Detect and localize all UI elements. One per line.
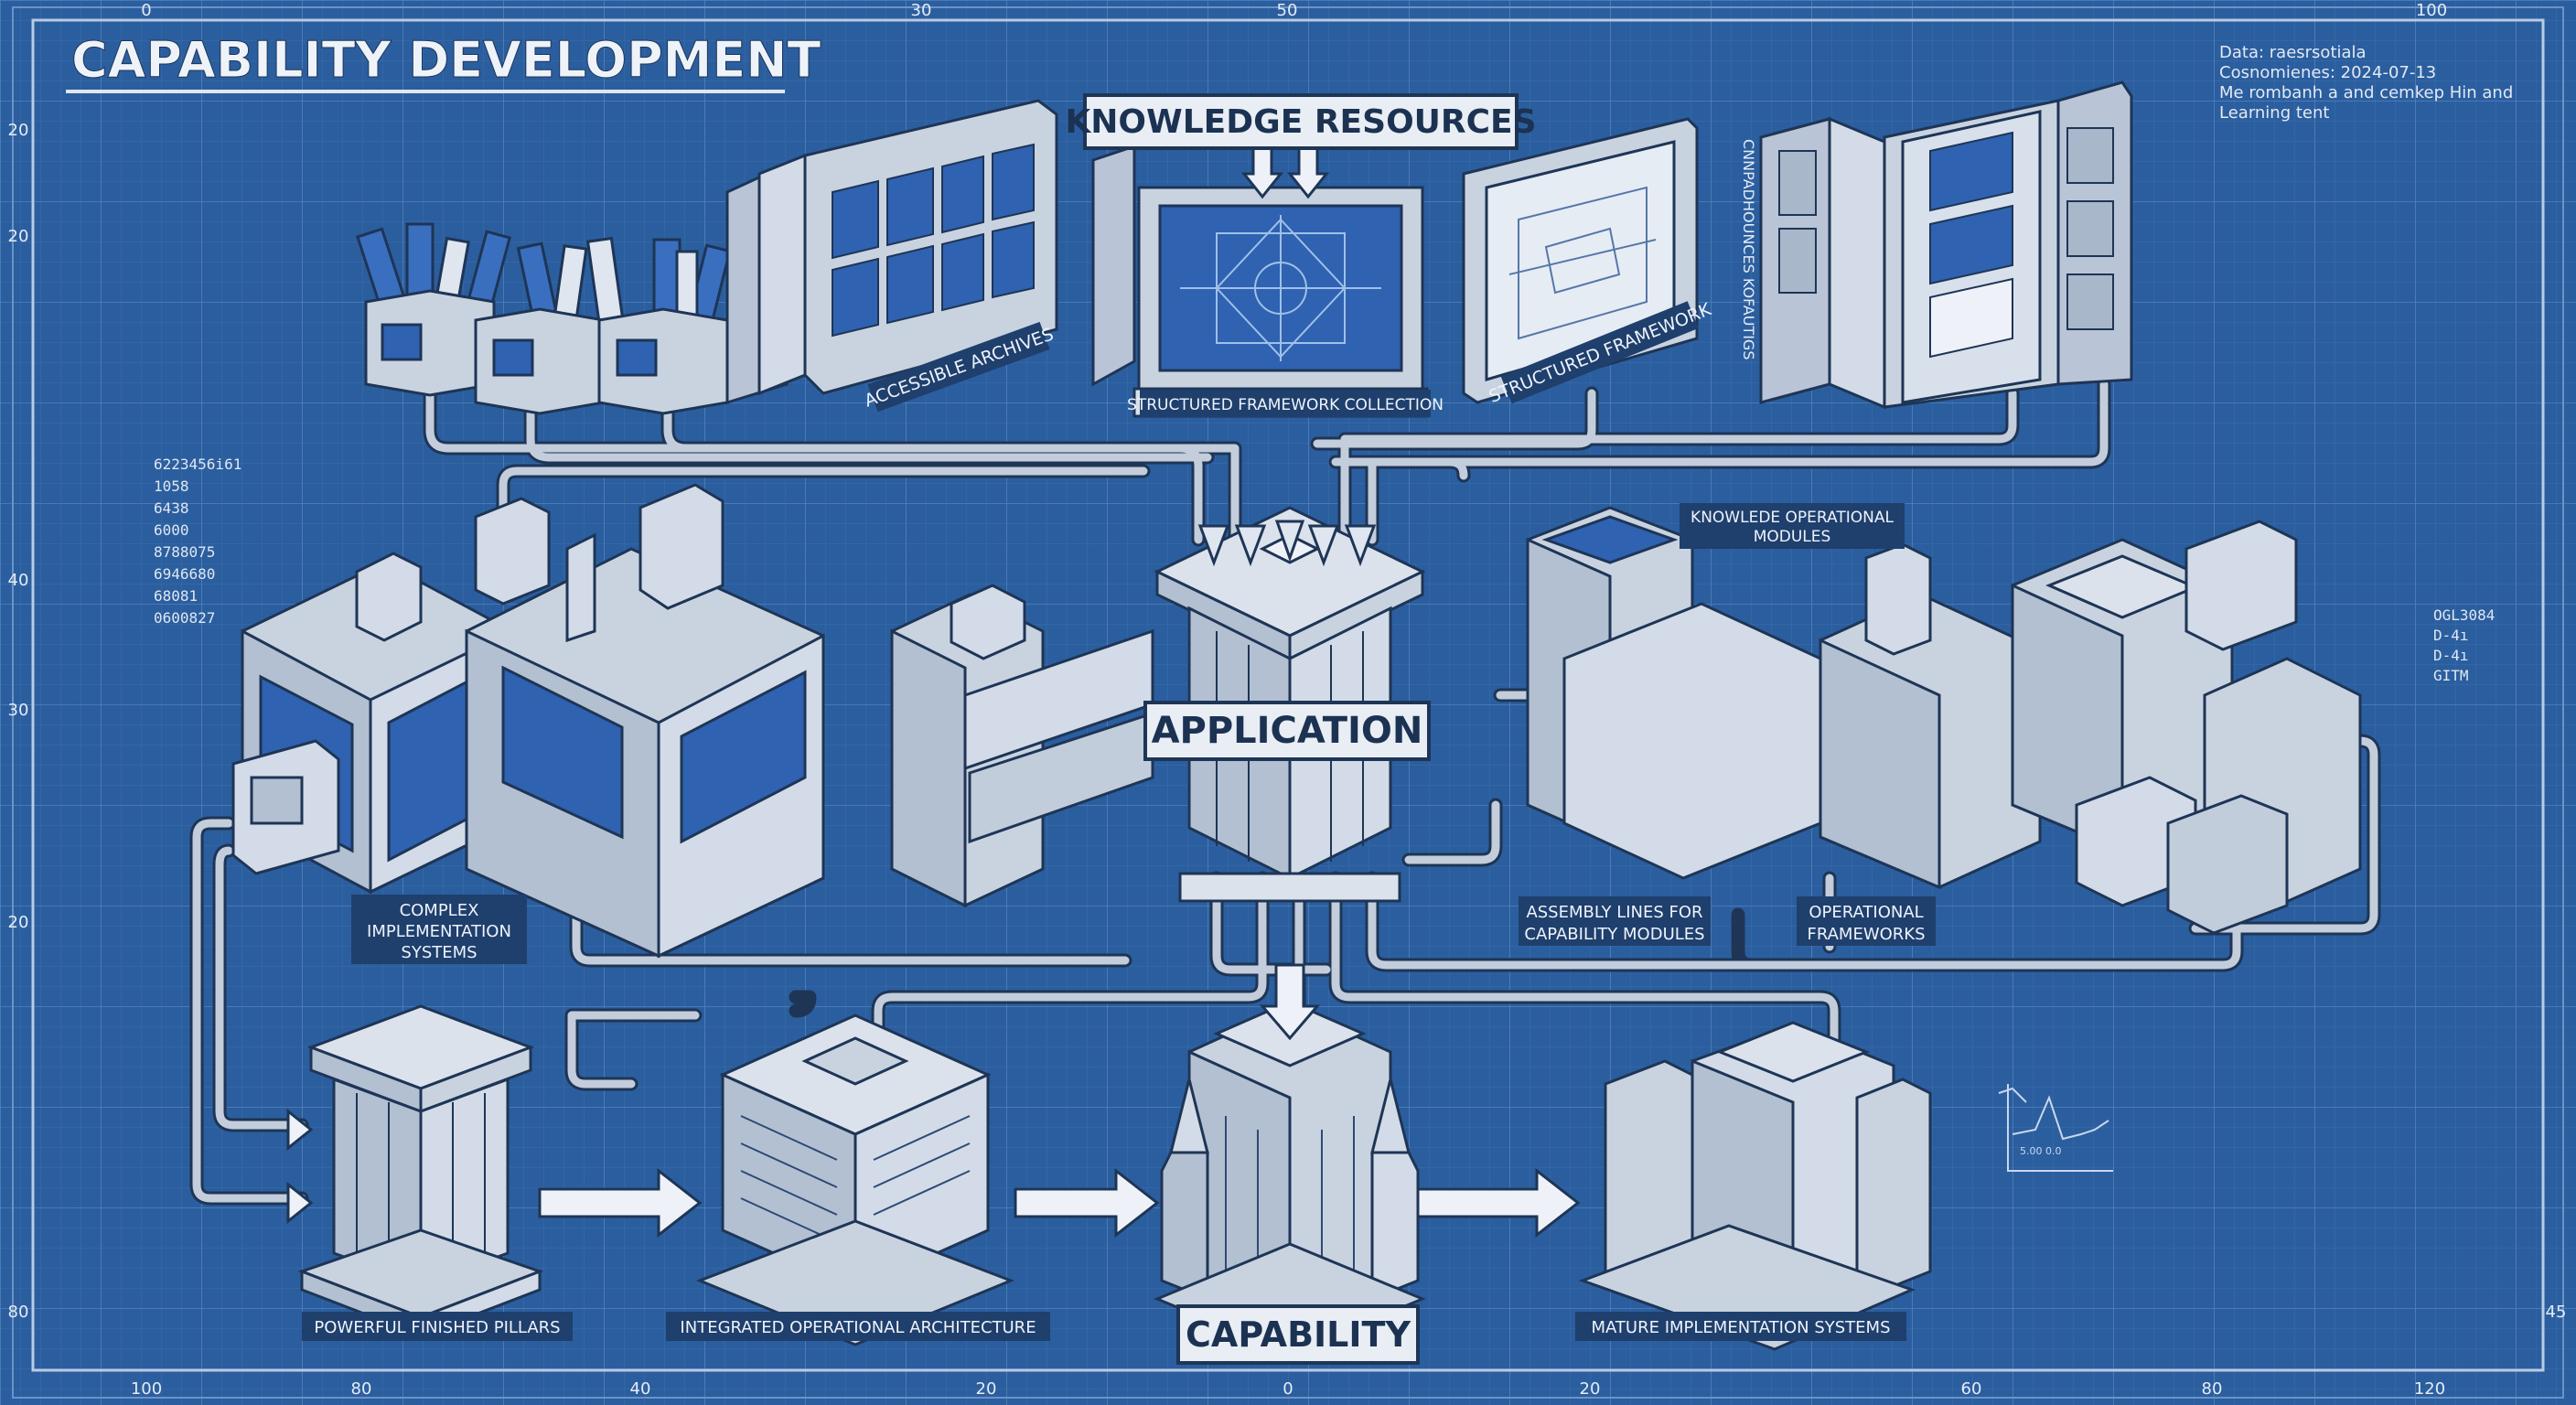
- application-label: APPLICATION: [1152, 710, 1423, 752]
- assembly-lines-label-box: [1519, 896, 1711, 946]
- vertical-label: CNNPADHOUNCES KOFAUTIGS: [1740, 139, 1757, 359]
- left-code-2: 1058: [154, 477, 189, 495]
- ruler-bottom-6: 60: [1961, 1379, 1982, 1399]
- ruler-top-0: 0: [141, 1, 151, 20]
- left-code-7: 68081: [154, 587, 198, 605]
- architecture-label-box: [666, 1312, 1050, 1341]
- knowledge-resources-label-box: [1083, 93, 1519, 150]
- meta-line-3: Me rombanh a and cemkep Hin and: [2219, 83, 2513, 102]
- ruler-bottom-2: 40: [630, 1379, 651, 1399]
- meta-line-2: Cosnomienes: 2024-07-13: [2219, 63, 2436, 82]
- complex-implementation-label-line-3: SYSTEMS: [401, 943, 477, 962]
- ruler-top-2: 50: [1277, 1, 1298, 20]
- complex-implementation-factory: [231, 483, 825, 959]
- ruler-left-3: 30: [8, 701, 29, 720]
- archive-shelves: [725, 99, 1058, 405]
- left-code-8: 0600827: [154, 609, 215, 627]
- meta-line-1: Data: raesrsotiala: [2219, 43, 2367, 62]
- ruler-top-3: 100: [2416, 1, 2447, 20]
- outer-frame: [12, 6, 2564, 1399]
- ruler-bottom-7: 80: [2202, 1379, 2223, 1399]
- ruler-bottom-1: 80: [351, 1379, 372, 1399]
- mini-chart-label: 5.00 0.0: [2020, 1145, 2061, 1157]
- left-code-5: 8788075: [154, 543, 215, 561]
- operational-frameworks-label-line-1: OPERATIONAL: [1809, 903, 1923, 922]
- mature-systems-label-box: [1575, 1312, 1906, 1341]
- assembly-lines-label-line-1: ASSEMBLY LINES FOR: [1526, 903, 1702, 922]
- capability-label-box: [1176, 1304, 1420, 1365]
- left-code-6: 6946680: [154, 565, 215, 583]
- left-code-1: 6223456i61: [154, 456, 242, 473]
- ruler-bottom-0: 100: [131, 1379, 162, 1399]
- integrated-architecture-building: [695, 1014, 1015, 1346]
- left-code-3: 6438: [154, 499, 189, 517]
- right-code-2: D-4ı: [2433, 627, 2469, 644]
- page-title: CAPABILITY DEVELOPMENT: [71, 31, 821, 89]
- mini-chart: [1998, 1084, 2113, 1172]
- complex-implementation-label-line-2: IMPLEMENTATION: [367, 922, 511, 941]
- architecture-label: INTEGRATED OPERATIONAL ARCHITECTURE: [680, 1318, 1036, 1337]
- ruler-bottom-8: 120: [2414, 1379, 2445, 1399]
- ruler-bottom-4: 0: [1283, 1379, 1293, 1399]
- application-label-box: [1143, 701, 1431, 761]
- accessible-archives-label-box: [867, 321, 1050, 413]
- capability-label: CAPABILITY: [1186, 1314, 1411, 1355]
- right-code-1: OGL3084: [2433, 606, 2495, 624]
- mature-systems-label: MATURE IMPLEMENTATION SYSTEMS: [1591, 1318, 1890, 1337]
- component-cabinets: [1759, 80, 2133, 410]
- mature-implementation-building: [1578, 1021, 1932, 1351]
- right-code-3: D-4ı: [2433, 647, 2469, 664]
- operational-frameworks-label-box: [1797, 896, 1936, 946]
- blueprint-roll-bins: [356, 222, 732, 415]
- ruler-bottom-5: 20: [1580, 1379, 1601, 1399]
- inner-frame: [31, 18, 2545, 1372]
- ruler-left-2: 40: [8, 571, 29, 590]
- knowledge-resources-label: KNOWLEDGE RESOURCES: [1065, 103, 1536, 141]
- ruler-top-1: 30: [911, 1, 932, 20]
- ruler-left-0: 20: [8, 121, 29, 140]
- capability-assembly-factory: [1526, 506, 2362, 935]
- knowledge-modules-label-box: [1680, 503, 1905, 549]
- capability-tower[interactable]: [1154, 1000, 1426, 1356]
- right-code-4: GITM: [2433, 667, 2469, 684]
- finished-pillars: [297, 1004, 544, 1338]
- ruler-left-1: 20: [8, 227, 29, 246]
- ruler-bottom-3: 20: [976, 1379, 997, 1399]
- knowledge-modules-label-line-2: MODULES: [1754, 528, 1831, 546]
- meta-line-4: Learning tent: [2219, 103, 2329, 123]
- process-machine: [890, 584, 1154, 908]
- operational-frameworks-label-line-2: FRAMEWORKS: [1807, 925, 1925, 944]
- knowledge-modules-label-line-1: KNOWLEDE OPERATIONAL: [1690, 509, 1894, 527]
- ruler-left-4: 20: [8, 913, 29, 932]
- flow-arrows: [286, 135, 1581, 1239]
- assembly-lines-label-line-2: CAPABILITY MODULES: [1524, 925, 1704, 944]
- converging-arrows: [1197, 520, 1377, 567]
- structured-framework-collection-label: STRUCTURED FRAMEWORK COLLECTION: [1127, 396, 1444, 414]
- structured-framework-collection-label-box: [1140, 390, 1431, 417]
- complex-implementation-label-line-1: COMPLEX: [400, 901, 479, 920]
- pillars-label: POWERFUL FINISHED PILLARS: [314, 1318, 560, 1337]
- structured-framework-label-box: [1500, 301, 1699, 404]
- complex-implementation-label-box: [351, 895, 527, 964]
- pillars-label-box: [302, 1312, 573, 1341]
- left-code-4: 6000: [154, 521, 189, 539]
- ruler-left-5: 80: [8, 1303, 29, 1322]
- ruler-right-0: 45: [2546, 1303, 2567, 1322]
